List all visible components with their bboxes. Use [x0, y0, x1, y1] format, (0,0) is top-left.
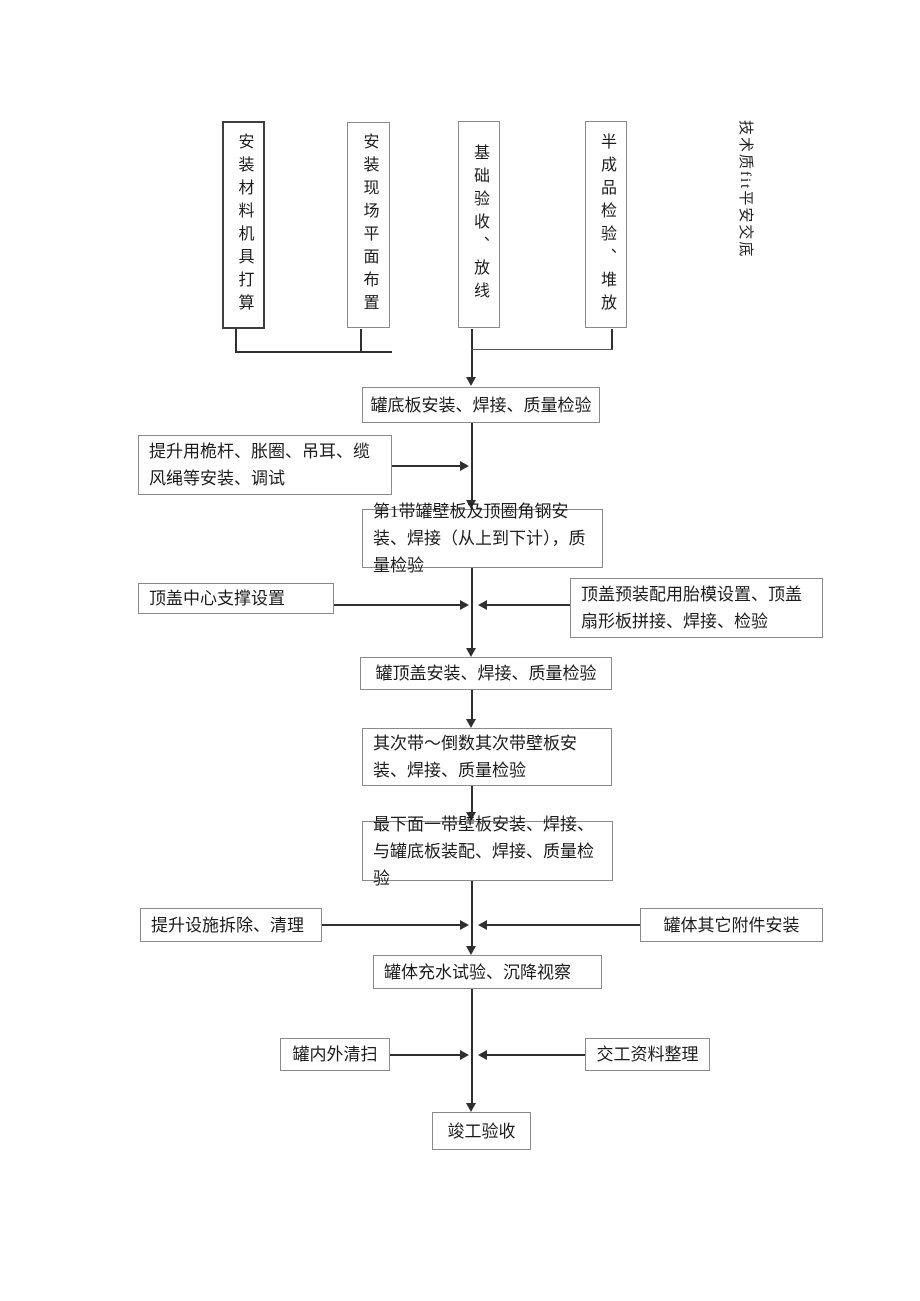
arrow-right-icon [460, 1050, 469, 1060]
node-other-accessories-label: 罐体其它附件安装 [663, 915, 800, 935]
connector-line [235, 351, 392, 353]
arrow-down-icon [466, 1103, 476, 1112]
connector-line [471, 881, 473, 946]
arrow-right-icon [460, 920, 469, 930]
node-other-accessories: 罐体其它附件安装 [640, 908, 823, 942]
arrow-down-icon [466, 648, 476, 657]
node-site-layout-label: 安装现场平面布置 [360, 133, 378, 317]
node-foundation-acceptance: 基础验收、放线 [458, 121, 500, 328]
node-first-shell-course-label: 第1带罐壁板及顶圈角钢安装、焊接（从上到下计），质量检验 [373, 502, 586, 575]
connector-line [487, 1054, 585, 1056]
node-top-cover-install: 罐顶盖安装、焊接、质量检验 [360, 657, 612, 690]
arrow-left-icon [478, 920, 487, 930]
connector-line [611, 329, 613, 350]
node-roof-preassembly: 顶盖预装配用胎模设置、顶盖扇形板拼接、焊接、检验 [570, 578, 823, 638]
node-water-fill-test: 罐体充水试验、沉降视察 [373, 955, 602, 989]
node-bottom-plate: 罐底板安装、焊接、质量检验 [362, 387, 600, 423]
connector-line [334, 604, 460, 606]
arrow-down-icon [466, 812, 476, 821]
node-semi-product-inspection: 半成品检验、堆放 [585, 121, 627, 328]
node-semi-product-inspection-label: 半成品检验、堆放 [598, 132, 615, 317]
arrow-right-icon [460, 461, 469, 471]
node-top-cover-install-label: 罐顶盖安装、焊接、质量检验 [375, 664, 597, 683]
node-completion-acceptance-label: 竣工验收 [447, 1121, 516, 1141]
arrow-down-icon [466, 500, 476, 509]
connector-line [235, 329, 237, 352]
arrow-left-icon [478, 600, 487, 610]
node-bottom-plate-label: 罐底板安装、焊接、质量检验 [370, 395, 592, 415]
connector-line [471, 423, 473, 500]
connector-line [471, 989, 473, 1103]
arrow-down-icon [466, 946, 476, 955]
connector-line [392, 465, 460, 467]
arrow-down-icon [466, 719, 476, 728]
connector-line [360, 329, 362, 352]
arrow-right-icon [460, 600, 469, 610]
connector-line [471, 349, 613, 350]
connector-line [471, 786, 473, 812]
connector-line [471, 329, 473, 377]
node-install-materials: 安装材料机具打算 [222, 121, 265, 329]
arrow-down-icon [466, 377, 476, 386]
node-tank-cleaning: 罐内外清扫 [280, 1038, 390, 1071]
node-lifting-removal: 提升设施拆除、清理 [140, 908, 322, 942]
node-install-materials-label: 安装材料机具打算 [235, 133, 253, 317]
node-roof-preassembly-label: 顶盖预装配用胎模设置、顶盖扇形板拼接、焊接、检验 [581, 585, 802, 631]
connector-line [390, 1054, 460, 1056]
arrow-left-icon [478, 1050, 487, 1060]
node-lifting-removal-label: 提升设施拆除、清理 [151, 915, 304, 935]
node-middle-shell-courses: 其次带～倒数其次带壁板安装、焊接、质量检验 [362, 728, 612, 786]
node-center-support: 顶盖中心支撑设置 [138, 583, 334, 614]
rotated-side-note: 技术质fit平安交底 [737, 120, 753, 259]
connector-line [471, 690, 473, 719]
node-tank-cleaning-label: 罐内外清扫 [292, 1045, 378, 1064]
node-center-support-label: 顶盖中心支撑设置 [149, 589, 285, 608]
node-lowest-shell-course-label: 最下面一带壁板安装、焊接、与罐底板装配、焊接、质量检验 [373, 814, 594, 888]
node-lifting-rig-install-label: 提升用桅杆、胀圈、吊耳、缆风绳等安装、调试 [149, 442, 370, 488]
connector-line [471, 568, 473, 648]
node-handover-docs-label: 交工资料整理 [596, 1045, 699, 1064]
connector-line [322, 924, 460, 926]
node-handover-docs: 交工资料整理 [585, 1038, 710, 1071]
node-middle-shell-courses-label: 其次带～倒数其次带壁板安装、焊接、质量检验 [373, 734, 577, 780]
connector-line [487, 924, 640, 926]
connector-line [487, 604, 570, 606]
node-water-fill-test-label: 罐体充水试验、沉降视察 [384, 962, 571, 982]
node-site-layout: 安装现场平面布置 [347, 122, 390, 328]
node-foundation-acceptance-label: 基础验收、放线 [471, 144, 488, 305]
node-lowest-shell-course: 最下面一带壁板安装、焊接、与罐底板装配、焊接、质量检验 [362, 815, 613, 888]
node-lifting-rig-install: 提升用桅杆、胀圈、吊耳、缆风绳等安装、调试 [138, 435, 392, 495]
node-completion-acceptance: 竣工验收 [432, 1112, 531, 1150]
node-first-shell-course: 第1带罐壁板及顶圈角钢安装、焊接（从上到下计），质量检验 [362, 502, 603, 575]
